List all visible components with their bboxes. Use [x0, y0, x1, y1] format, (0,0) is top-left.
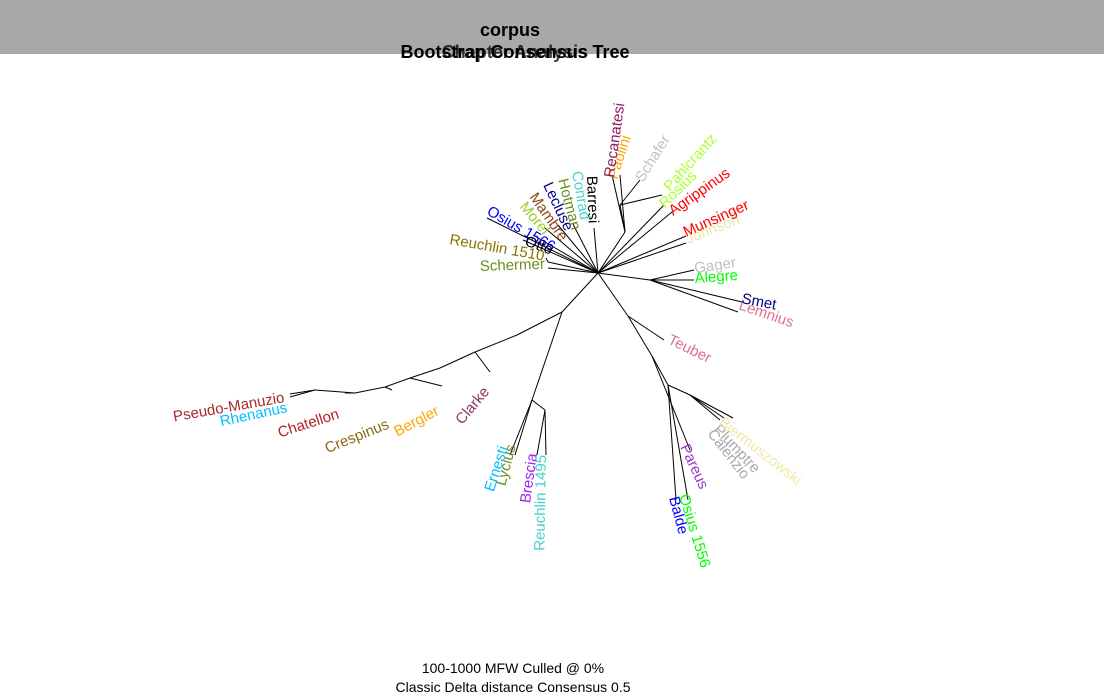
tree-branch: [649, 279, 743, 303]
plot-subtitle: Chapter Analysis Bootstrap Consensus Tre…: [0, 42, 1030, 63]
tree-branch: [593, 227, 599, 274]
tree-branch: [545, 257, 549, 263]
tree-branch: [289, 389, 316, 398]
leaf-label: Clarke: [452, 384, 493, 428]
tree-branch: [619, 174, 626, 233]
tree-branch: [536, 409, 546, 456]
tree-branch: [544, 227, 599, 274]
tree-branch: [627, 315, 653, 357]
tree-branch: [531, 311, 563, 401]
leaf-label: Bergler: [391, 403, 442, 441]
tree-branch: [561, 272, 599, 313]
tree-branch: [667, 384, 677, 501]
leaf-label: Smet: [740, 290, 778, 314]
tree-branch: [572, 223, 599, 274]
leaf-label: Brescia: [517, 452, 541, 505]
tree-branch: [619, 194, 663, 206]
tree-branch: [384, 386, 393, 391]
tree-branch: [547, 267, 599, 274]
tree-branch: [509, 399, 533, 456]
leaf-label: Reuchlin 1495: [531, 455, 550, 551]
subtitle-text: Bootstrap Consensus Tree: [400, 42, 630, 62]
tree-branch: [532, 234, 599, 274]
tree-branch: [651, 355, 691, 451]
plot-title: corpus: [479, 20, 540, 40]
tree-branch: [409, 377, 443, 387]
leaf-label: Alegre: [694, 267, 738, 287]
tree-branch: [474, 334, 518, 353]
footer-method-info: Classic Delta distance Consensus 0.5: [395, 679, 631, 695]
tree-branch: [439, 351, 476, 369]
tree-branch: [531, 399, 546, 411]
tree-branch: [597, 211, 673, 274]
tree-branch: [651, 355, 669, 386]
tree-branch: [486, 217, 599, 274]
tree-branches: [289, 174, 743, 501]
tree-branch: [649, 279, 739, 313]
tree-branch: [667, 384, 691, 396]
tree-branch: [547, 261, 599, 274]
tree-branch: [619, 179, 641, 206]
tree-branch: [611, 174, 626, 233]
tree-branch: [689, 394, 721, 421]
footer-mfw-info: 100-1000 MFW Culled @ 0%: [421, 660, 605, 676]
overlapping-subtitle: Chapter Analysis: [441, 42, 589, 62]
tree-branch: [597, 231, 626, 274]
leaf-label: Teuber: [665, 331, 714, 366]
tree-branch: [689, 394, 725, 419]
tree-branch: [597, 272, 651, 281]
tree-branch: [649, 269, 695, 281]
tree-branch: [689, 394, 734, 419]
tree-branch: [474, 351, 491, 373]
tree-branch: [354, 386, 386, 394]
tree-branch: [597, 272, 629, 317]
tree-branch: [597, 242, 687, 274]
tree-branch: [557, 224, 599, 274]
tree-branch: [384, 377, 411, 388]
leaf-labels: Pseudo-ManuzioRhenanusChatellonCrespinus…: [172, 102, 805, 570]
leaf-label: Barresi: [583, 176, 602, 224]
tree-branch: [597, 204, 665, 274]
tree-branch: [627, 315, 665, 341]
tree-branch: [516, 311, 563, 336]
tree-branch: [544, 409, 547, 456]
leaf-label: Schermer: [480, 256, 546, 275]
header-band: [0, 0, 1104, 54]
tree-branch: [522, 239, 599, 274]
tree-branch: [597, 235, 687, 274]
tree-branch: [514, 399, 533, 456]
leaf-label: Gager: [693, 254, 737, 277]
tree-branch: [409, 367, 441, 379]
